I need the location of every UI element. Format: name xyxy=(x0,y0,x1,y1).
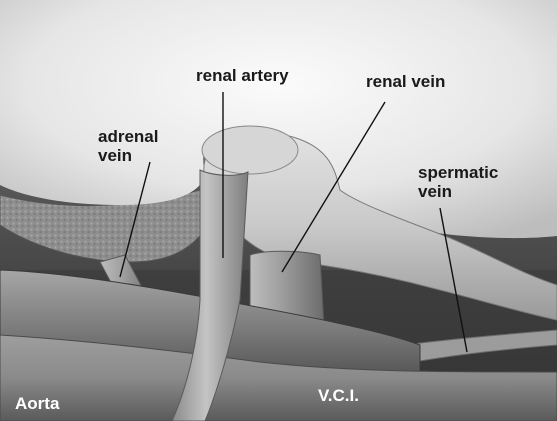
adrenal-vein-label-line1: adrenal xyxy=(98,127,158,146)
spermatic-vein-label-line1: spermatic xyxy=(418,163,498,182)
adrenal-vein-label-line2: vein xyxy=(98,146,158,165)
renal-artery-label: renal artery xyxy=(196,66,289,85)
aorta-label: Aorta xyxy=(15,394,59,413)
spermatic-vein-label-line2: vein xyxy=(418,182,498,201)
vci-label: V.C.I. xyxy=(318,386,359,405)
renal-vein-label: renal vein xyxy=(366,72,445,91)
spermatic-vein-label: spermatic vein xyxy=(418,163,498,201)
renal-vein-hilum xyxy=(202,126,298,174)
adrenal-vein-label: adrenal vein xyxy=(98,127,158,165)
